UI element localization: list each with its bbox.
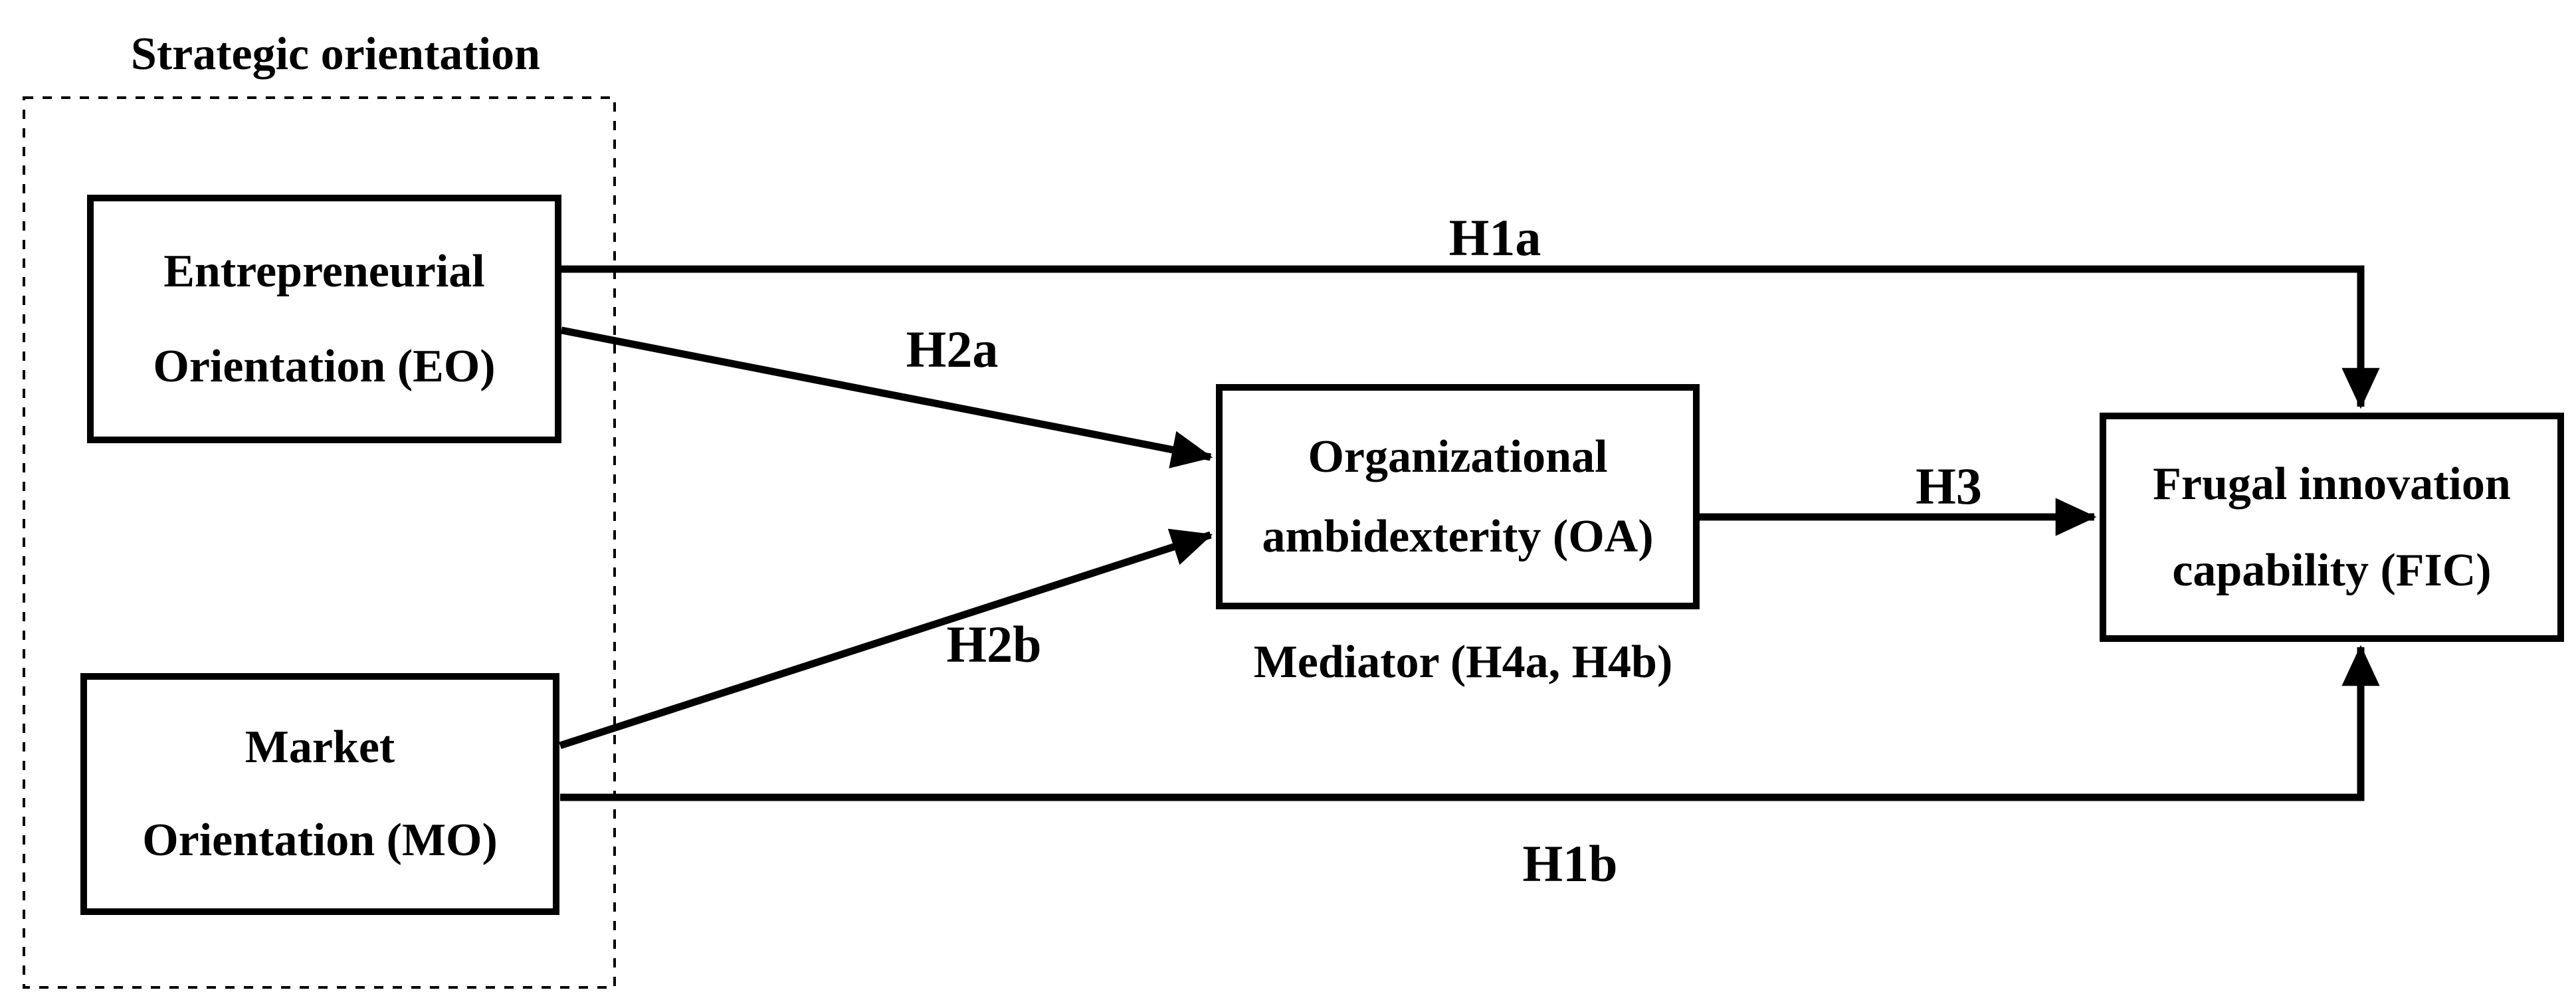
h3-edge-label: H3 [1916, 457, 1982, 515]
fic-label-line1: Frugal innovation [2153, 458, 2511, 510]
fic-label-line2: capability (FIC) [2172, 544, 2492, 596]
h2a-connector-arrow [560, 326, 1213, 468]
h1a-edge-label: H1a [1448, 209, 1541, 266]
mo-label-line2: Orientation (MO) [142, 815, 498, 866]
mo-label-line1: Market [245, 722, 395, 773]
strategic-orientation-dashed-boundary [23, 96, 616, 989]
h1b-edge-label: H1b [1522, 835, 1618, 892]
h2b-connector-arrow [559, 528, 1213, 750]
market-orientation-box: Market Orientation (MO) [80, 673, 559, 915]
oa-label-line2: ambidexterity (OA) [1262, 510, 1654, 562]
h2a-edge-label: H2a [906, 320, 999, 378]
h1b-connector-arrow [560, 645, 2380, 801]
eo-label-line1: Entrepreneurial [163, 245, 485, 297]
h2b-edge-label: H2b [946, 615, 1042, 673]
oa-label-line1: Organizational [1308, 431, 1608, 482]
eo-label-line2: Orientation (EO) [153, 340, 496, 392]
mediator-caption: Mediator (H4a, H4b) [1253, 637, 1673, 688]
organizational-ambidexterity-box: Organizational ambidexterity (OA) [1216, 384, 1700, 609]
entrepreneurial-orientation-box: Entrepreneurial Orientation (EO) [87, 195, 561, 443]
strategic-orientation-label: Strategic orientation [130, 29, 541, 80]
frugal-innovation-capability-box: Frugal innovation capability (FIC) [2100, 413, 2564, 642]
h1a-connector-arrow [561, 265, 2380, 409]
